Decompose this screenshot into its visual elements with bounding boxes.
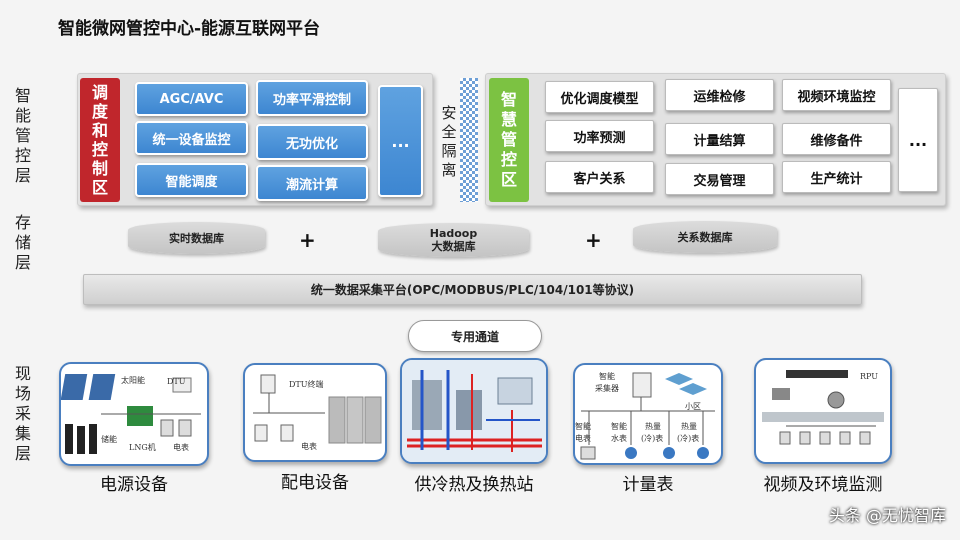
rpu-label: RPU bbox=[860, 372, 879, 381]
dtu-terminal-label: DTU终端 bbox=[289, 380, 324, 389]
power-smoothing-button[interactable]: 功率平滑控制 bbox=[256, 80, 368, 116]
power-equipment-caption: 电源设备 bbox=[100, 475, 168, 495]
maintenance-button[interactable]: 运维检修 bbox=[665, 79, 774, 111]
realtime-database: 实时数据库 bbox=[128, 222, 265, 254]
smart-label: 智能 bbox=[599, 372, 615, 381]
plus-sign: + bbox=[585, 228, 602, 252]
lng-label: LNG机 bbox=[129, 443, 156, 452]
spare-parts-button[interactable]: 维修备件 bbox=[782, 123, 891, 155]
storage-label: 储能 bbox=[101, 435, 117, 444]
video-env-card: RPU bbox=[754, 358, 892, 464]
optimal-dispatch-model-button[interactable]: 优化调度模型 bbox=[545, 81, 654, 113]
collector-label: 采集器 bbox=[595, 384, 619, 393]
heating-station-diagram bbox=[402, 360, 546, 462]
production-stats-button[interactable]: 生产统计 bbox=[782, 161, 891, 193]
page-title: 智能微网管控中心-能源互联网平台 bbox=[58, 19, 321, 39]
cold-meter-label: (冷)表 bbox=[641, 434, 664, 443]
smart-zone-header: 智慧管控区 bbox=[489, 78, 529, 202]
heat-label: 热量 bbox=[681, 422, 697, 431]
dtu-label: DTU bbox=[167, 377, 186, 386]
distribution-equipment-card: DTU终端 电表 bbox=[243, 363, 387, 462]
power-equipment-card: 太阳能 DTU 储能 LNG机 电表 bbox=[59, 362, 209, 466]
reactive-optimization-button[interactable]: 无功优化 bbox=[256, 124, 368, 160]
unified-collection-platform: 统一数据采集平台(OPC/MODBUS/PLC/104/101等协议) bbox=[83, 274, 862, 305]
heat-label: 热量 bbox=[645, 422, 661, 431]
customer-relations-button[interactable]: 客户关系 bbox=[545, 161, 654, 193]
trade-management-button[interactable]: 交易管理 bbox=[665, 163, 774, 195]
cold-meter-label: (冷)表 bbox=[677, 434, 700, 443]
side-label-field: 现场采集层 bbox=[14, 364, 31, 463]
power-forecast-button[interactable]: 功率预测 bbox=[545, 120, 654, 152]
agc-avc-button[interactable]: AGC/AVC bbox=[135, 82, 248, 116]
heating-station-card bbox=[400, 358, 548, 464]
metering-caption: 计量表 bbox=[622, 475, 674, 495]
community-label: 小区 bbox=[685, 402, 701, 411]
metering-card: 智能 采集器 小区 智能 电表 智能 水表 热量 (冷)表 热量 (冷)表 bbox=[573, 363, 723, 465]
smart-label: 智能 bbox=[575, 422, 591, 431]
video-env-caption: 视频及环境监测 bbox=[763, 475, 883, 495]
security-isolation-label: 安全隔离 bbox=[441, 104, 457, 179]
metering-settlement-button[interactable]: 计量结算 bbox=[665, 123, 774, 155]
metering-diagram bbox=[580, 372, 715, 460]
plus-sign: + bbox=[299, 228, 316, 252]
dispatch-zone-header: 调度和控制区 bbox=[80, 78, 120, 202]
side-label-storage: 存储层 bbox=[14, 213, 31, 272]
meter-label: 电表 bbox=[173, 443, 189, 452]
electric-meter-label: 电表 bbox=[575, 434, 591, 443]
smart-label: 智能 bbox=[611, 422, 627, 431]
smart-dispatch-button[interactable]: 智能调度 bbox=[135, 163, 248, 197]
meter-label: 电表 bbox=[301, 442, 317, 451]
video-env-diagram bbox=[762, 370, 884, 445]
side-label-control: 智能管控层 bbox=[14, 86, 31, 185]
power-flow-button[interactable]: 潮流计算 bbox=[256, 165, 368, 201]
dedicated-channel-cloud: 专用通道 bbox=[408, 320, 542, 352]
heating-station-caption: 供冷热及换热站 bbox=[414, 475, 534, 495]
solar-label: 太阳能 bbox=[121, 376, 145, 385]
distribution-equipment-caption: 配电设备 bbox=[281, 473, 349, 493]
water-meter-label: 水表 bbox=[611, 434, 627, 443]
relational-database: 关系数据库 bbox=[633, 221, 777, 253]
video-env-monitor-button[interactable]: 视频环境监控 bbox=[782, 79, 891, 111]
security-isolation-strip bbox=[460, 78, 478, 202]
power-equipment-diagram bbox=[61, 374, 201, 454]
watermark: 头条 @无忧智库 bbox=[828, 506, 946, 525]
distribution-equipment-diagram bbox=[253, 374, 382, 444]
dispatch-more-button[interactable]: ... bbox=[378, 85, 423, 197]
smart-more-button[interactable]: ... bbox=[898, 88, 938, 192]
unified-monitoring-button[interactable]: 统一设备监控 bbox=[135, 121, 248, 155]
